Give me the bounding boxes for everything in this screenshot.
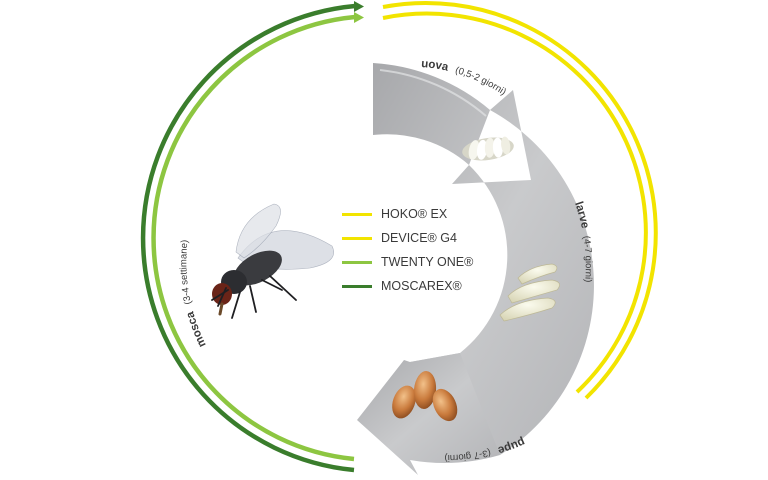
- ring-device-g4: [382, 11, 648, 394]
- cycle-arrow-tail: [357, 353, 500, 475]
- ring-twenty-one: [151, 14, 356, 462]
- legend-label: MOSCAREX®: [381, 279, 463, 293]
- legend-label: DEVICE® G4: [381, 231, 457, 245]
- eggs-image: [462, 136, 514, 161]
- legend-swatch: [342, 213, 372, 216]
- legend-label: HOKO® EX: [381, 207, 448, 221]
- stage-label-mosca: mosca (3-4 settimane): [178, 239, 208, 349]
- legend: HOKO® EX DEVICE® G4 TWENTY ONE® MOSCAREX…: [342, 207, 474, 293]
- cycle-arrow: [357, 63, 594, 475]
- legend-swatch: [342, 285, 372, 288]
- legend-item-twenty-one: TWENTY ONE®: [342, 255, 474, 269]
- ring-moscarex: [140, 3, 356, 473]
- legend-item-moscarex: MOSCAREX®: [342, 279, 463, 293]
- ring-moscarex-arrowhead: [354, 1, 364, 12]
- legend-item-device-g4: DEVICE® G4: [342, 231, 457, 245]
- pupae-image: [392, 371, 458, 422]
- legend-item-hoko-ex: HOKO® EX: [342, 207, 448, 221]
- cycle-arrow-shape: [373, 63, 594, 455]
- cycle-arrow-highlight: [379, 69, 487, 117]
- legend-swatch: [342, 237, 372, 240]
- larvae-image: [499, 263, 560, 322]
- legend-label: TWENTY ONE®: [381, 255, 474, 269]
- treatment-rings: [140, 1, 658, 473]
- fly-image: [211, 203, 334, 319]
- ring-hoko-ex: [382, 1, 658, 400]
- legend-swatch: [342, 261, 372, 264]
- ring-twenty-one-arrowhead: [354, 12, 364, 23]
